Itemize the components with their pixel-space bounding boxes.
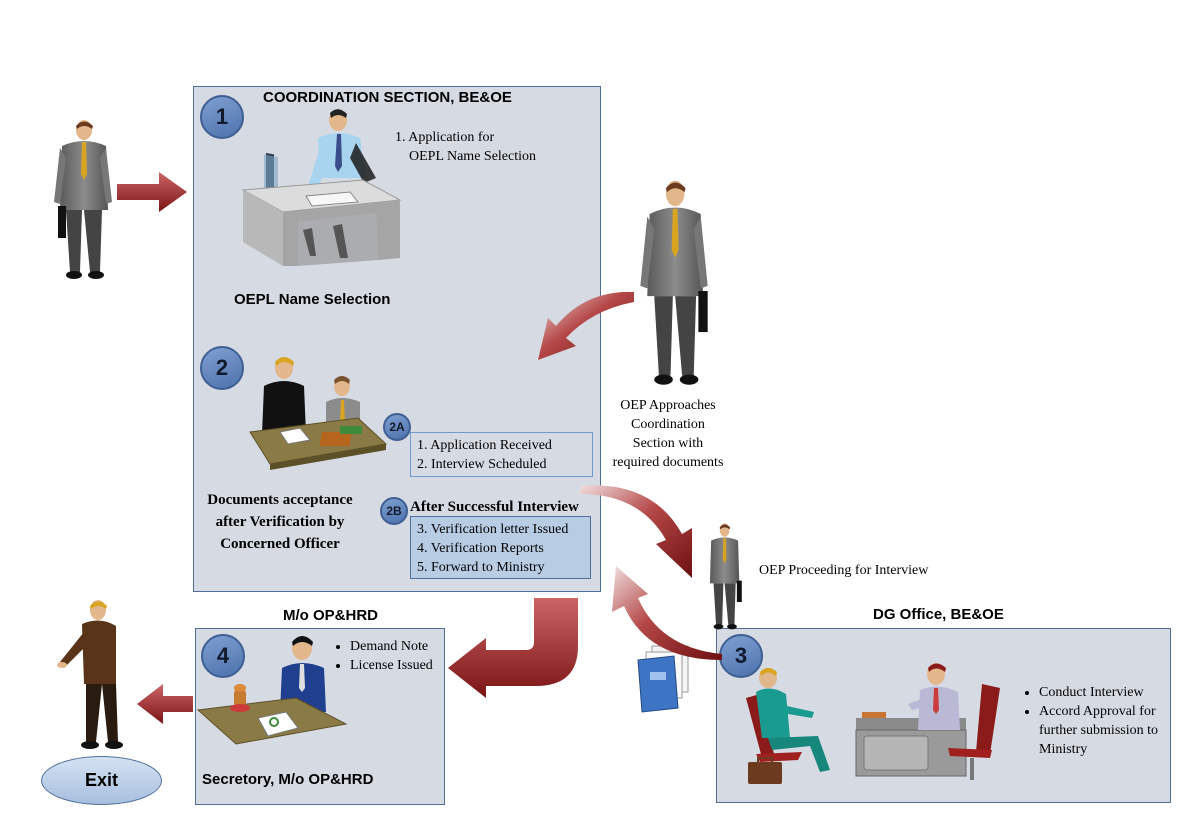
dg-office-item: Accord Approval for further submission t… [1039,702,1167,759]
step-2a-item: 2. Interview Scheduled [417,457,547,472]
step-1-text-line2: OEPL Name Selection [409,149,537,164]
curved-arrow-icon [580,485,692,578]
ministry-item: Demand Note [350,637,433,656]
coordination-section-title: COORDINATION SECTION, BE&OE [263,89,512,106]
oep-approaches-note: OEP Approaches Coordination Section with… [602,396,734,472]
dg-office-item: Conduct Interview [1039,683,1167,702]
exit-label: Exit [84,770,118,790]
step-2-caption-line1: Documents acceptance [207,492,353,508]
step-2-badge: 2 [200,346,244,390]
ministry-caption: Secretory, M/o OP&HRD [202,771,374,788]
exit-ellipse[interactable]: Exit [41,756,162,805]
ministry-item: License Issued [350,656,433,675]
computer-desk-illustration [241,109,402,266]
step-2a-badge: 2A [383,413,411,441]
step-3-badge: 3 [719,634,763,678]
oep-approaches-line: Coordination [631,417,705,432]
businessman-icon-approach [640,180,708,385]
step-2b-title: After Successful Interview [410,499,579,515]
interview-illustration [746,663,1000,784]
businessman-icon-interview [709,523,742,630]
curved-arrow-icon [612,566,722,660]
step-2b-list: 3. Verification letter Issued 4. Verific… [410,516,591,579]
bent-arrow-icon [448,598,578,698]
straight-arrow-icon [137,684,193,724]
step-2b-item: 5. Forward to Ministry [417,560,545,575]
ministry-items: Demand Note License Issued [328,637,433,675]
step-2-caption-line2: after Verification by [215,514,345,530]
oep-approaches-line: OEP Approaches [620,398,716,413]
oep-proceeding-note: OEP Proceeding for Interview [759,563,929,578]
step-1-caption: OEPL Name Selection [234,291,391,308]
signing-officer-illustration [196,636,348,745]
document-stack-icon [637,645,689,713]
document-review-illustration [249,357,388,470]
ministry-title: M/o OP&HRD [283,607,378,624]
step-2a-list: 1. Application Received 2. Interview Sch… [410,432,593,477]
step-4-badge: 4 [201,634,245,678]
step-2b-badge: 2B [380,497,408,525]
oep-approaches-line: Section with [632,436,704,451]
dg-office-items: Conduct Interview Accord Approval for fu… [1017,683,1167,759]
exiting-businessman-icon [57,600,123,749]
curved-arrow-icon [538,291,634,360]
step-1-text-line1: 1. Application for [395,130,495,145]
step-2b-item: 4. Verification Reports [417,541,544,556]
step-2b-item: 3. Verification letter Issued [417,522,569,537]
step-2-caption-line3: Concerned Officer [220,536,340,552]
businessman-icon-left [54,120,112,279]
oep-approaches-line: required documents [612,455,724,470]
step-2-caption: Documents acceptance after Verification … [196,489,364,555]
step-2a-item: 1. Application Received [417,438,552,453]
step-1-badge: 1 [200,95,244,139]
dg-office-title: DG Office, BE&OE [873,606,1004,623]
straight-arrow-icon [117,172,187,212]
